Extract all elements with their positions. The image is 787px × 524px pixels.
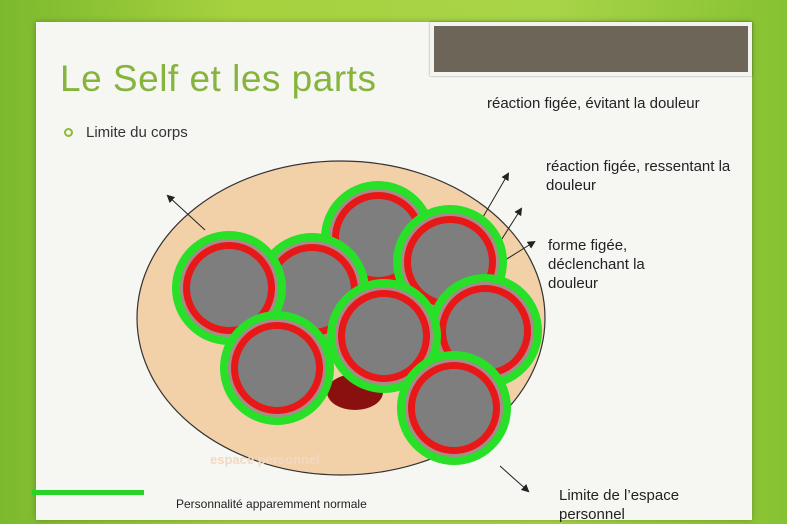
part-circle (327, 279, 441, 393)
arrow-body-limit (166, 194, 206, 231)
part-circle (397, 351, 511, 465)
parts-group (172, 181, 542, 465)
label-space-limit: Limite de l’espace personnel (559, 487, 680, 523)
bullet-item: Limite du corps (64, 124, 188, 141)
slide-title: Le Self et les parts (60, 58, 377, 99)
bullet-text: Limite du corps (86, 124, 188, 141)
header-box (430, 22, 752, 76)
part-circle (220, 311, 334, 425)
bullet-icon (64, 128, 73, 137)
label-frozen-avoiding: réaction figée, évitant la douleur (487, 95, 700, 112)
label-personal-space: espace personnel (210, 452, 320, 467)
label-frozen-feeling: réaction figée, ressentant la douleur (546, 158, 731, 194)
green-bar (32, 490, 144, 495)
label-normal-personality: Personnalité apparemment normale (176, 497, 367, 511)
arrow-space-limit (499, 465, 530, 493)
label-frozen-form: forme figée, déclenchant la douleur (548, 237, 645, 292)
